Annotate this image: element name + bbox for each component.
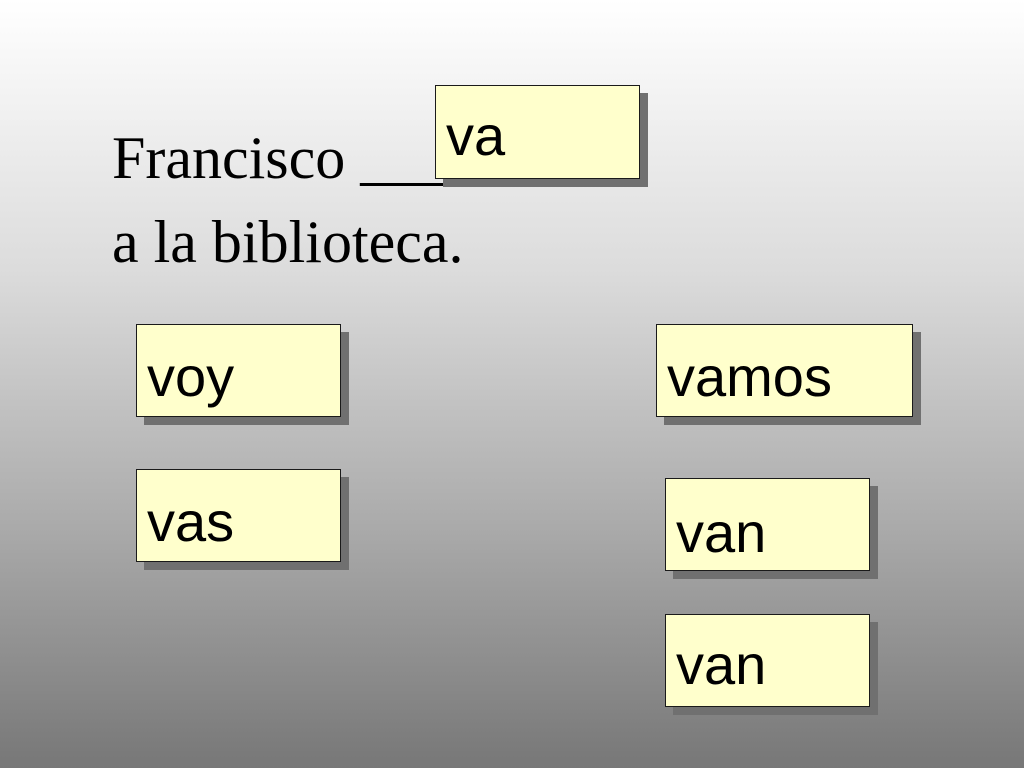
option-card-vamos[interactable]: vamos — [656, 324, 913, 417]
card-label: vas — [147, 490, 235, 553]
card-label: vamos — [667, 345, 832, 408]
option-card-vas[interactable]: vas — [136, 469, 341, 562]
option-card-voy[interactable]: voy — [136, 324, 341, 417]
option-card-van-2[interactable]: van — [665, 614, 870, 707]
card-label: van — [676, 501, 767, 564]
option-card-van-1[interactable]: van — [665, 478, 870, 571]
card-label: voy — [147, 345, 235, 408]
sentence-end: a la biblioteca. — [112, 209, 464, 275]
card-label: va — [446, 104, 506, 167]
answer-card-va[interactable]: va — [435, 85, 640, 179]
card-label: van — [676, 633, 767, 696]
sentence-start: Francisco — [112, 125, 346, 191]
